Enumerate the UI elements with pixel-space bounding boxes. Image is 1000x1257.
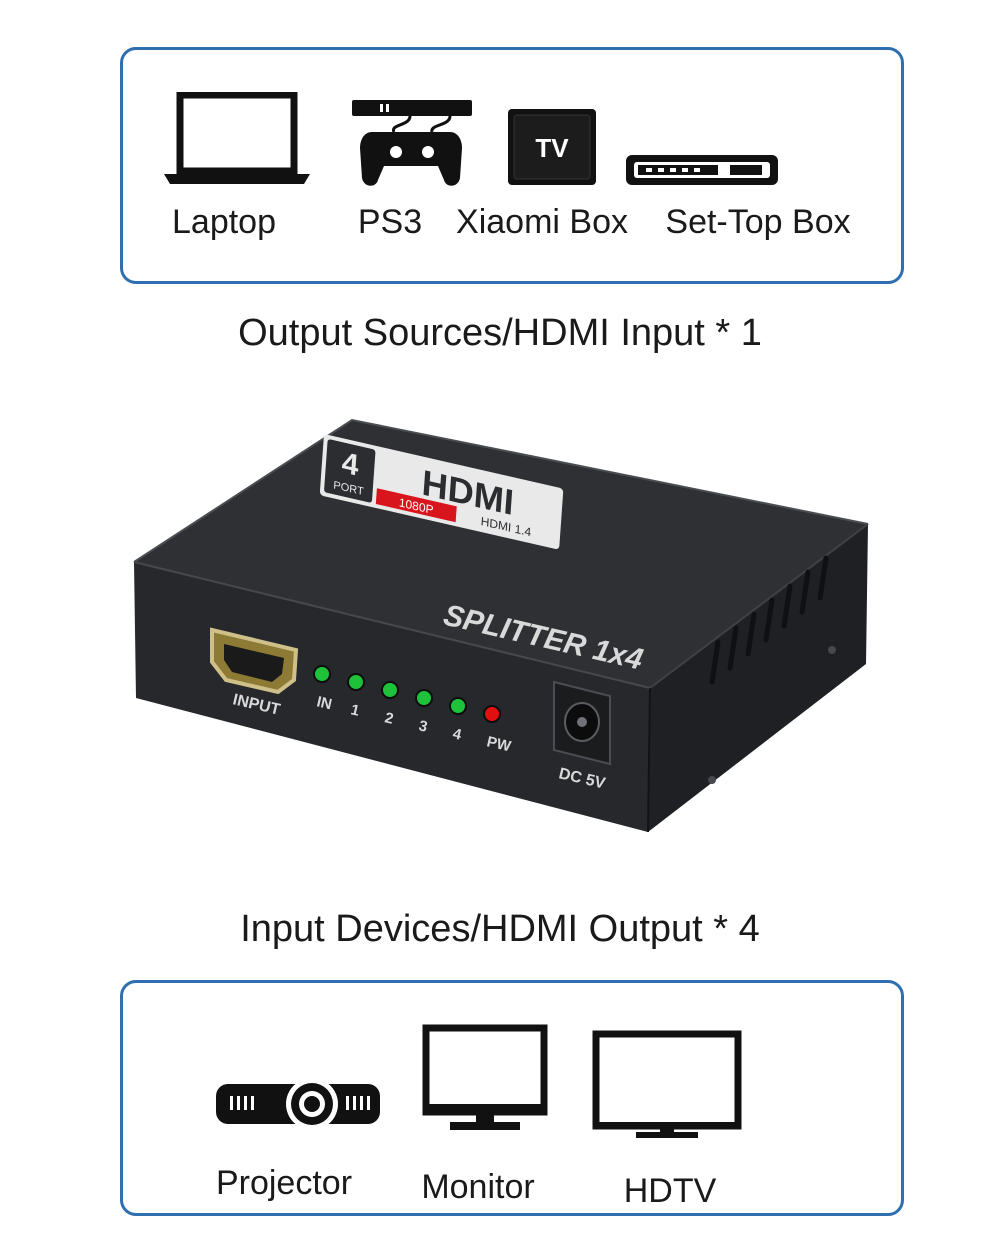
led-label-in: IN bbox=[315, 693, 333, 713]
laptop-icon bbox=[162, 92, 312, 188]
vent-slot bbox=[763, 597, 775, 643]
source-label-ps3: PS3 bbox=[357, 203, 423, 241]
side-vents bbox=[709, 555, 829, 685]
vent-slot bbox=[799, 569, 811, 615]
hdmi-input-port bbox=[210, 627, 299, 695]
sources-caption: Output Sources/HDMI Input * 1 bbox=[238, 312, 762, 354]
set-top-box-icon bbox=[624, 153, 780, 189]
output-label-hdtv: HDTV bbox=[623, 1172, 717, 1210]
dc-power-jack bbox=[553, 680, 611, 766]
source-label-xiaomi-box: Xiaomi Box bbox=[456, 203, 628, 241]
led-in bbox=[313, 665, 331, 683]
output-label-monitor: Monitor bbox=[421, 1168, 535, 1206]
source-label-laptop: Laptop bbox=[172, 203, 276, 241]
led-label-3: 3 bbox=[417, 717, 429, 735]
source-label-set-top-box: Set-Top Box bbox=[665, 203, 851, 241]
led-1 bbox=[347, 673, 365, 691]
output-label-projector: Projector bbox=[215, 1164, 353, 1202]
projector-icon bbox=[214, 1076, 382, 1130]
vent-slot bbox=[781, 583, 793, 629]
led-label-pw: PW bbox=[485, 733, 513, 755]
vent-slot bbox=[727, 625, 739, 671]
monitor-icon bbox=[422, 1024, 548, 1132]
vent-slot bbox=[817, 555, 829, 601]
ps3-console-icon bbox=[350, 96, 476, 192]
led-2 bbox=[381, 681, 399, 699]
hdmi-splitter-device: 4 PORT HDMI 1080P HDMI 1.4 SPLITTER 1x4 … bbox=[128, 412, 888, 847]
tv-box-text: TV bbox=[535, 133, 569, 163]
led-pw bbox=[483, 705, 501, 723]
led-3 bbox=[415, 689, 433, 707]
led-label-2: 2 bbox=[383, 709, 395, 727]
hdtv-icon bbox=[592, 1030, 742, 1142]
outputs-caption: Input Devices/HDMI Output * 4 bbox=[240, 908, 760, 950]
vent-slot bbox=[709, 639, 721, 685]
vent-slot bbox=[745, 611, 757, 657]
logo-port-count: 4 bbox=[341, 447, 360, 483]
led-label-1: 1 bbox=[349, 701, 361, 719]
led-4 bbox=[449, 697, 467, 715]
tv-box-icon: TV bbox=[506, 107, 598, 187]
